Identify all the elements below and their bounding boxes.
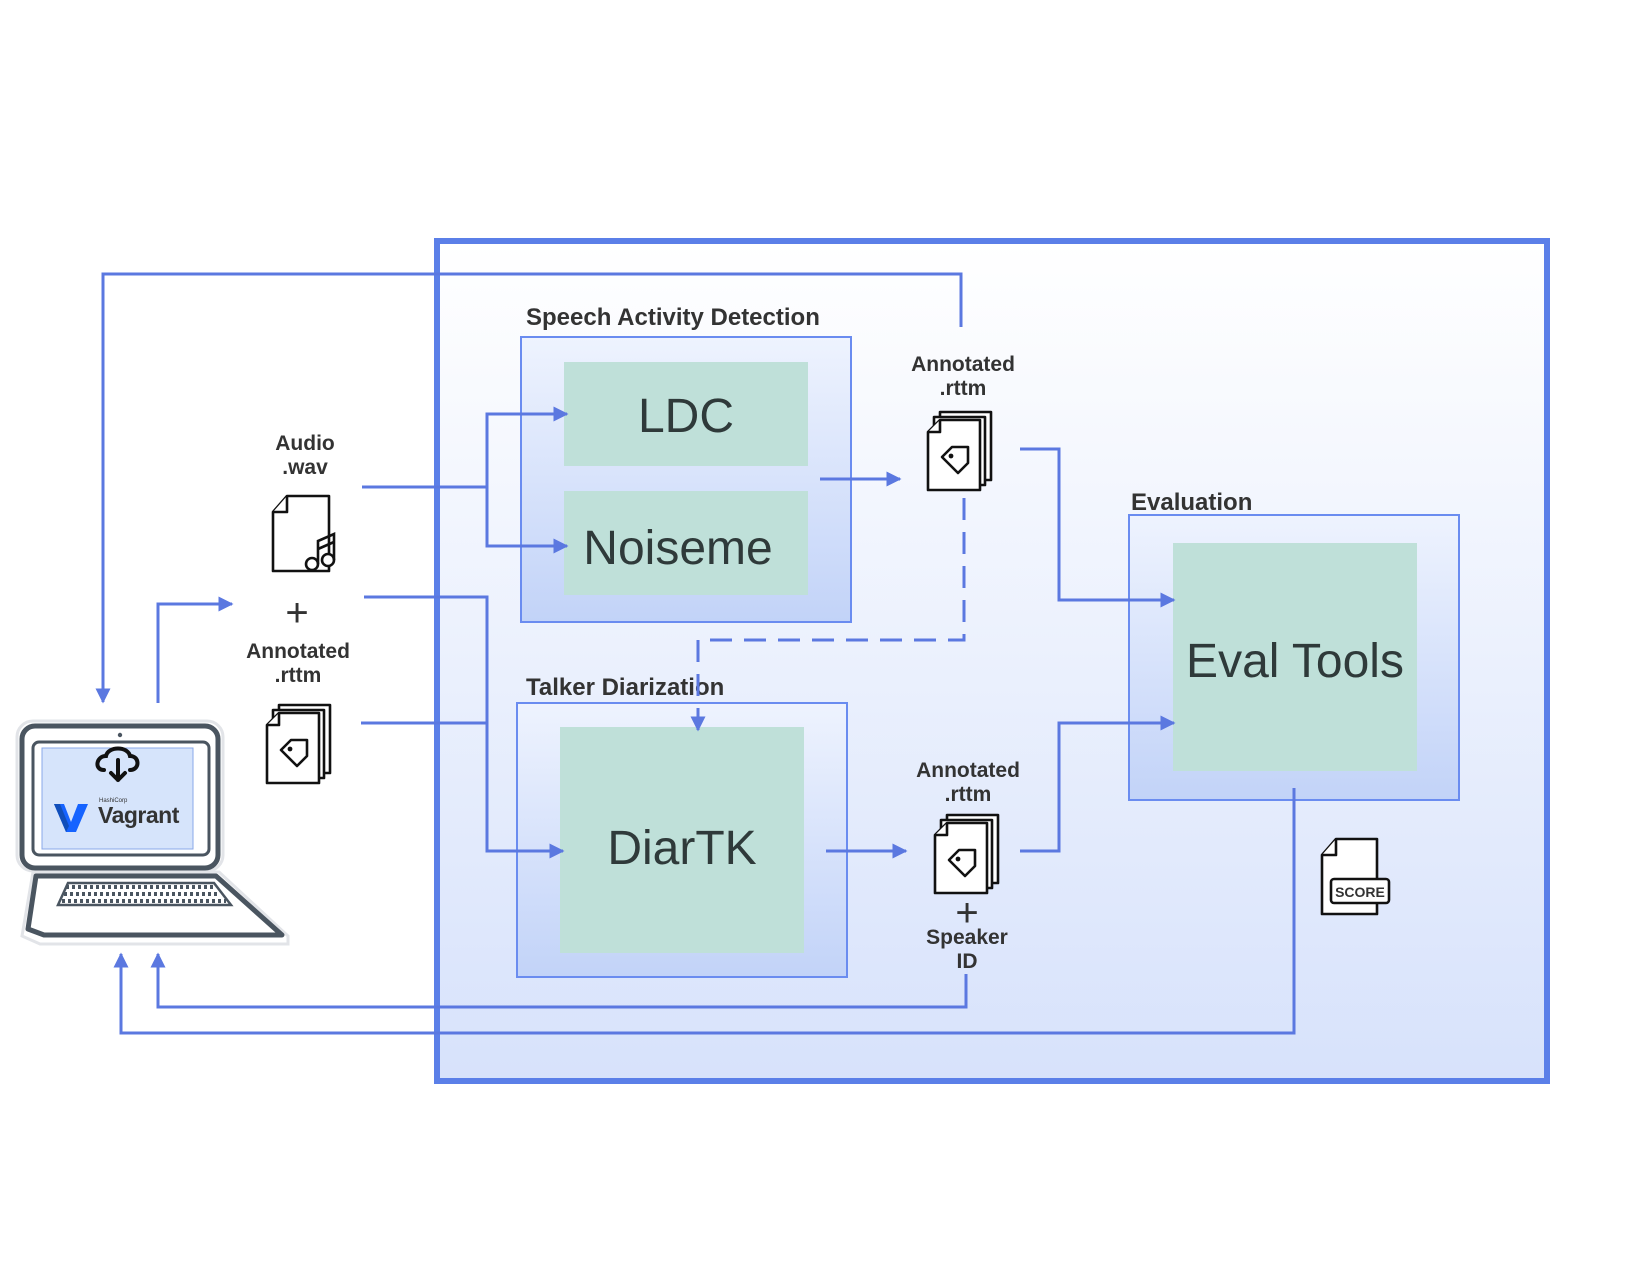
input-rttm-label-line2: .rttm — [275, 664, 322, 687]
audio-label-line2: .wav — [282, 456, 328, 479]
cloud-download-icon — [95, 746, 140, 782]
score-file-icon — [1320, 837, 1391, 916]
td-rttm-label-line1: Annotated — [916, 759, 1020, 782]
sad-rttm-to-eval-arrow — [1020, 447, 1176, 608]
laptop — [15, 719, 290, 946]
speaker-id-line1: Speaker — [926, 926, 1008, 949]
input-rttm-label-line1: Annotated — [246, 640, 350, 663]
diartk-module[interactable] — [560, 727, 804, 953]
noiseme-label: Noiseme — [583, 522, 772, 575]
vagrant-brand: Vagrant — [98, 802, 180, 828]
sad-rttm-label-line1: Annotated — [911, 353, 1015, 376]
sad-rttm-label-line2: .rttm — [940, 377, 987, 400]
score-label: SCORE — [1335, 884, 1385, 900]
input-rttm-icon — [265, 703, 332, 785]
sad-title: Speech Activity Detection — [526, 304, 820, 331]
td-rttm-to-eval-arrow — [1020, 715, 1176, 853]
eval-tools-module[interactable] — [1173, 543, 1417, 771]
ldc-label: LDC — [638, 390, 734, 443]
td-title: Talker Diarization — [526, 674, 724, 701]
td-rttm-icon — [933, 813, 1000, 895]
diartk-label: DiarTK — [607, 822, 756, 875]
sad-rttm-to-diartk-dashed-arrow — [690, 498, 966, 732]
ldc-module[interactable] — [564, 362, 808, 466]
audio-file-icon — [271, 494, 336, 573]
laptop-to-inputs-arrow — [156, 596, 234, 703]
audio-label-line1: Audio — [275, 432, 334, 455]
eval-title: Evaluation — [1131, 489, 1252, 516]
td-output-to-laptop-arrow — [150, 952, 968, 1009]
vagrant-brand-small: HashiCorp — [99, 798, 128, 804]
eval-tools-label: Eval Tools — [1186, 635, 1404, 688]
speaker-id-line2: ID — [957, 950, 978, 973]
sad-output-to-laptop-arrow — [95, 272, 963, 704]
input-plus: + — [285, 591, 308, 635]
noiseme-module[interactable] — [564, 491, 808, 595]
sad-rttm-icon — [926, 410, 993, 492]
td-output-plus: + — [955, 891, 978, 935]
vagrant-logo — [54, 804, 88, 832]
audio-to-noiseme-arrow — [485, 487, 569, 554]
td-rttm-label-line2: .rttm — [945, 783, 992, 806]
eval-output-to-laptop-arrow — [113, 788, 1296, 1035]
